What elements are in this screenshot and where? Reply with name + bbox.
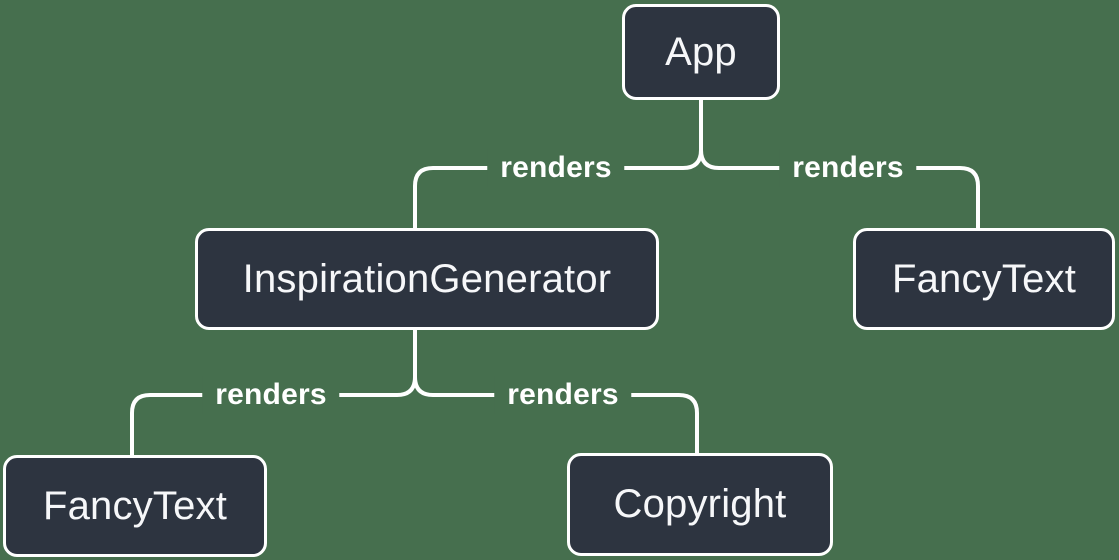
edge-label-renders-app-fancytext: renders	[779, 149, 917, 187]
node-app: App	[622, 4, 780, 100]
edge-label-renders-app-inspiration: renders	[487, 149, 625, 187]
edge-label-renders-inspiration-copyright: renders	[494, 376, 632, 414]
node-fancy-text-bottom-left: FancyText	[3, 455, 267, 557]
node-inspiration-generator: InspirationGenerator	[195, 228, 659, 330]
edge-label-renders-inspiration-fancytext: renders	[202, 376, 340, 414]
node-copyright: Copyright	[567, 453, 833, 556]
node-fancy-text-top-right: FancyText	[853, 228, 1115, 330]
